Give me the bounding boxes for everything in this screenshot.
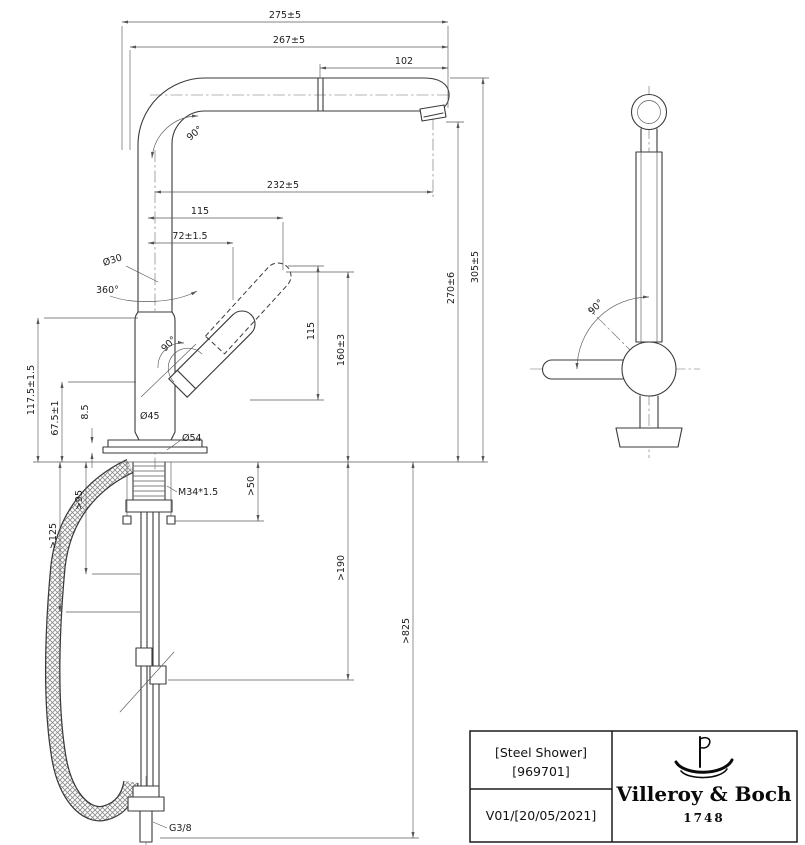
brand-year: 1748 bbox=[683, 811, 724, 825]
side-handle-lever bbox=[541, 359, 631, 380]
version-date: V01/[20/05/2021] bbox=[486, 808, 596, 823]
dim-160: 160±3 bbox=[336, 334, 347, 366]
dim-g38: G3/8 bbox=[169, 823, 192, 834]
product-name: [Steel Shower] bbox=[495, 745, 587, 760]
dimension-lines bbox=[36, 20, 485, 839]
title-block: [Steel Shower] [969701] V01/[20/05/2021]… bbox=[469, 730, 798, 843]
dim-min50: >50 bbox=[246, 476, 257, 496]
dim-305: 305±5 bbox=[470, 251, 481, 283]
angle-90-spout: 90° bbox=[185, 124, 205, 143]
dim-117: 117.5±1.5 bbox=[26, 365, 37, 415]
product-code: [969701] bbox=[512, 764, 569, 779]
side-column bbox=[635, 151, 663, 343]
dim-360: 360° bbox=[96, 285, 119, 296]
dim-min190: >190 bbox=[336, 555, 347, 581]
brand-logo-icon bbox=[674, 736, 734, 779]
handle-alt-position bbox=[204, 262, 292, 355]
spout bbox=[137, 77, 450, 313]
dim-115-top: 115 bbox=[191, 206, 209, 217]
side-view-faucet bbox=[541, 93, 683, 448]
dim-min825: >825 bbox=[401, 618, 412, 644]
dim-270: 270±6 bbox=[446, 272, 457, 304]
dim-dia45: Ø45 bbox=[140, 411, 160, 422]
dim-m34: M34*1.5 bbox=[178, 487, 218, 498]
dim-267: 267±5 bbox=[273, 35, 305, 46]
dim-8-5: 8.5 bbox=[80, 404, 91, 419]
brand-name: Villeroy & Boch bbox=[615, 782, 792, 806]
dim-232: 232±5 bbox=[267, 180, 299, 191]
handle bbox=[140, 310, 256, 398]
side-body bbox=[621, 341, 677, 397]
side-top-cap bbox=[630, 93, 668, 131]
dim-275: 275±5 bbox=[269, 10, 301, 21]
dim-min125: >125 bbox=[48, 523, 59, 549]
dim-72: 72±1.5 bbox=[172, 231, 207, 242]
base-flange bbox=[102, 439, 208, 454]
dim-dia54: Ø54 bbox=[182, 433, 202, 444]
mounting-shank bbox=[122, 461, 176, 525]
dim-dia30: Ø30 bbox=[102, 252, 124, 269]
dim-min95: >95 bbox=[74, 490, 85, 510]
supply-hoses bbox=[119, 511, 175, 843]
dim-115-body: 115 bbox=[306, 322, 317, 340]
angle-90-side: 90° bbox=[586, 297, 606, 317]
side-base bbox=[615, 427, 683, 448]
front-view-faucet bbox=[45, 77, 450, 843]
extension-lines bbox=[33, 26, 489, 839]
dimension-labels: 275±5 267±5 102 232±5 115 72±1.5 Ø30 360… bbox=[26, 10, 606, 834]
dim-102: 102 bbox=[395, 56, 413, 67]
dim-67: 67.5±1 bbox=[50, 400, 61, 435]
